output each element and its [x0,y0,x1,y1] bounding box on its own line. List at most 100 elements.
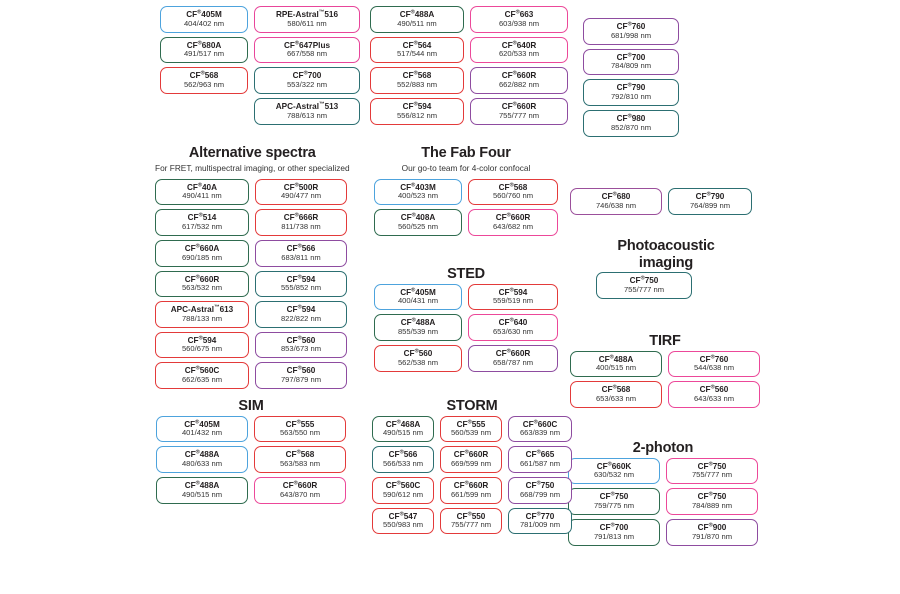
dye-name: CF®900 [697,522,727,532]
trademark-mark: ® [610,522,615,529]
dye-wavelengths: 667/558 nm [286,49,328,59]
trademark-mark: ® [195,418,200,425]
dye-wavelengths: 669/599 nm [450,458,492,468]
dye-name: CF®750 [525,480,555,490]
dye-wavelengths: 784/889 nm [691,500,733,510]
dye-wavelengths: 517/544 nm [396,49,438,59]
trademark-mark: ® [294,39,300,46]
dye-name: CF®750 [599,491,629,502]
group-title-tirf: TIRF [649,333,681,349]
trademark-mark: ® [297,273,302,280]
dye-wavelengths: 491/517 nm [183,49,225,59]
dye-name: CF®665 [525,449,555,460]
dye-wavelengths: 553/322 nm [286,79,328,89]
trademark-mark: ® [411,181,416,188]
dye-wavelengths: 562/963 nm [183,79,225,89]
dye-wavelengths: 563/550 nm [279,428,321,438]
trademark-mark: ® [512,70,517,77]
dye-name: CF®660R [453,449,489,460]
dye-wavelengths: 603/938 nm [498,18,540,28]
dye-name: CF®488A [400,317,436,328]
dye-name: CF®514 [187,212,217,223]
dye-name: CF®488A [399,9,435,19]
